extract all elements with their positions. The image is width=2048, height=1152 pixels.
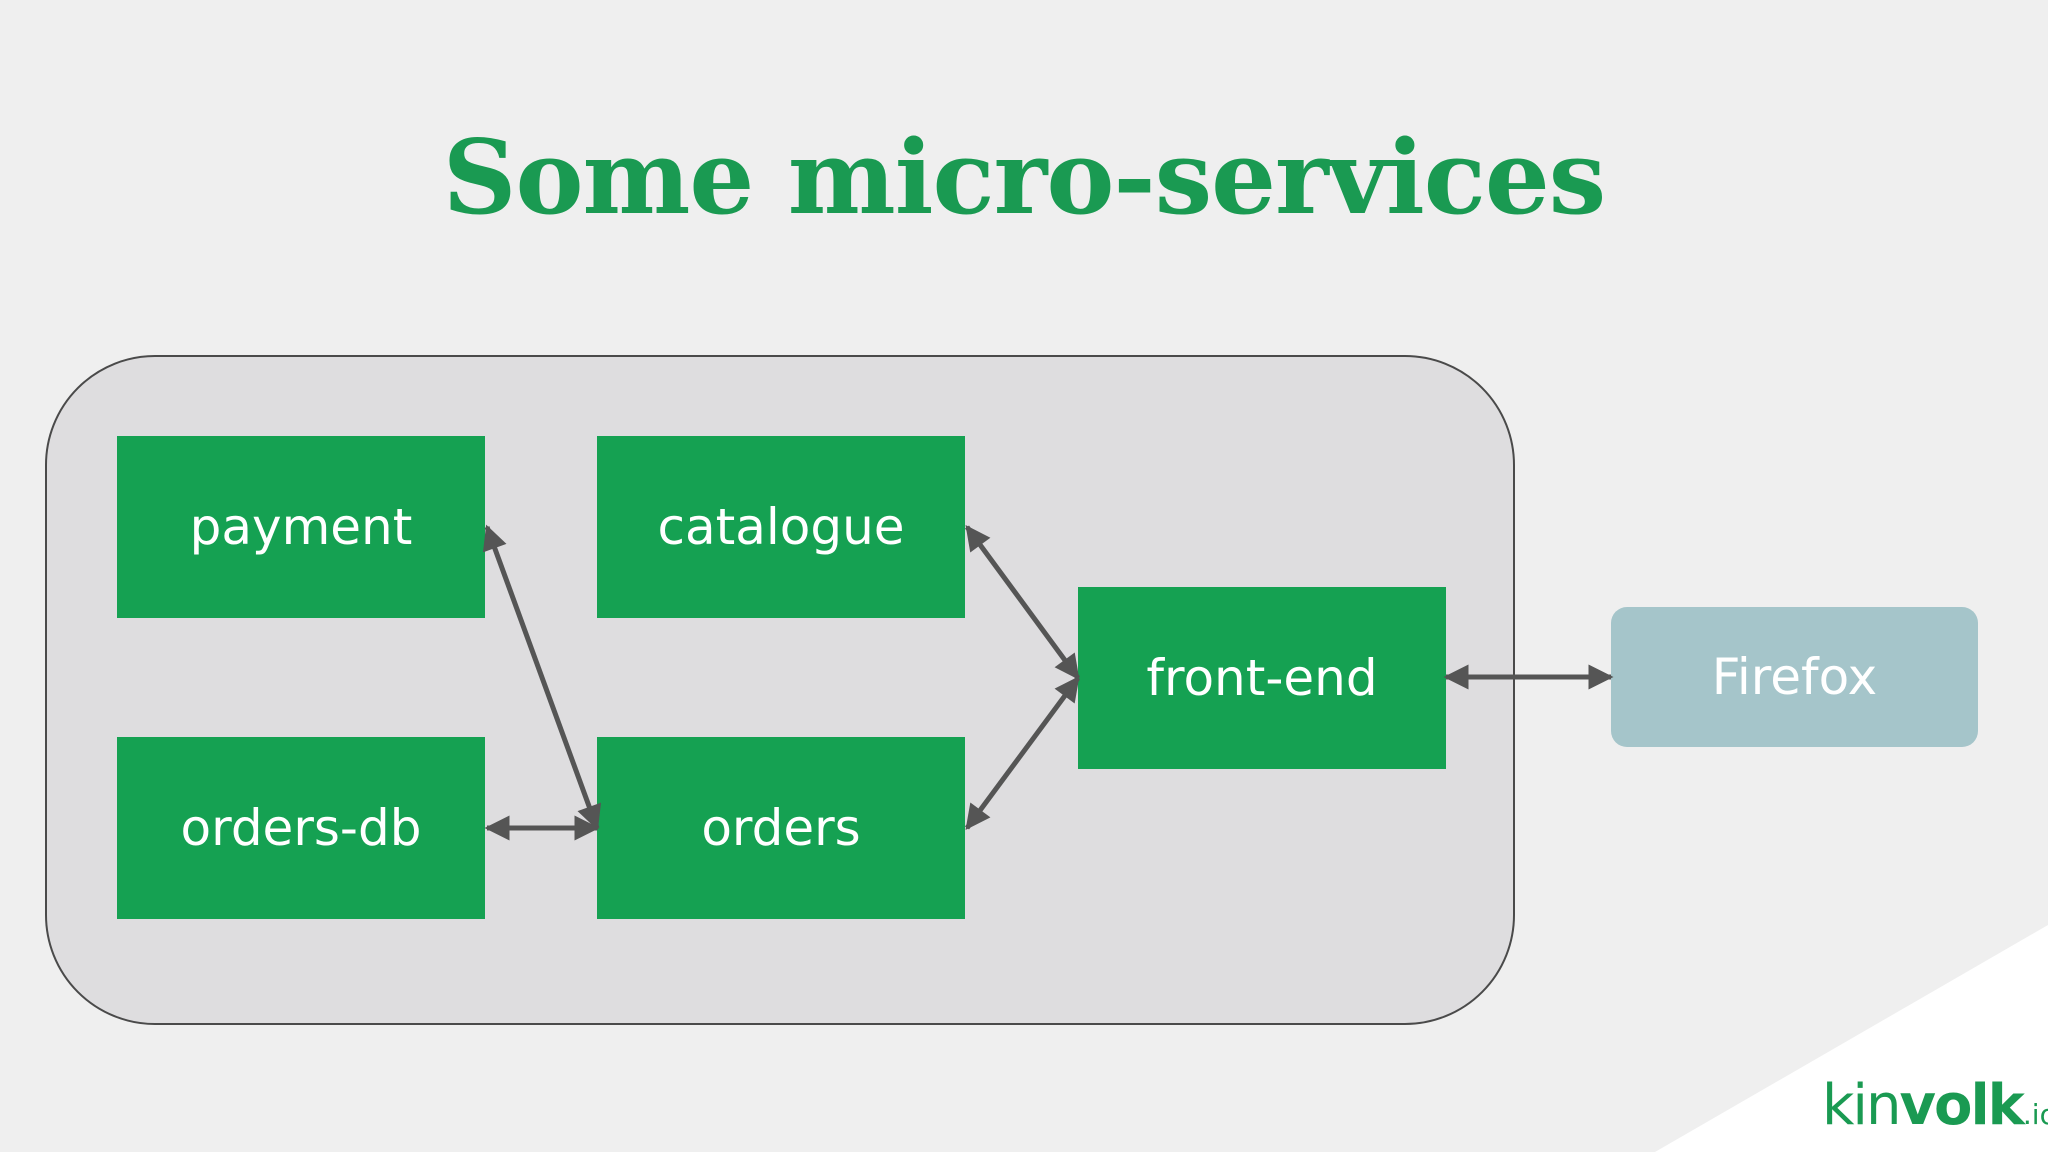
node-payment-label: payment [189,498,413,556]
kinvolk-logo: kinvolk.io [1822,1078,2048,1134]
node-firefox-label: Firefox [1711,648,1878,706]
logo-part-kin: kin [1822,1073,1901,1138]
node-front-end: front-end [1078,587,1446,769]
node-catalogue-label: catalogue [657,498,905,556]
node-front-end-label: front-end [1146,649,1378,707]
logo-part-io: .io [2022,1098,2048,1131]
logo-part-volk: volk [1899,1073,2024,1138]
node-firefox: Firefox [1611,607,1978,747]
node-orders-db-label: orders-db [180,799,422,857]
node-orders-label: orders [701,799,861,857]
node-payment: payment [117,436,485,618]
node-orders: orders [597,737,965,919]
node-catalogue: catalogue [597,436,965,618]
slide-title: Some micro-services [442,118,1606,238]
node-orders-db: orders-db [117,737,485,919]
